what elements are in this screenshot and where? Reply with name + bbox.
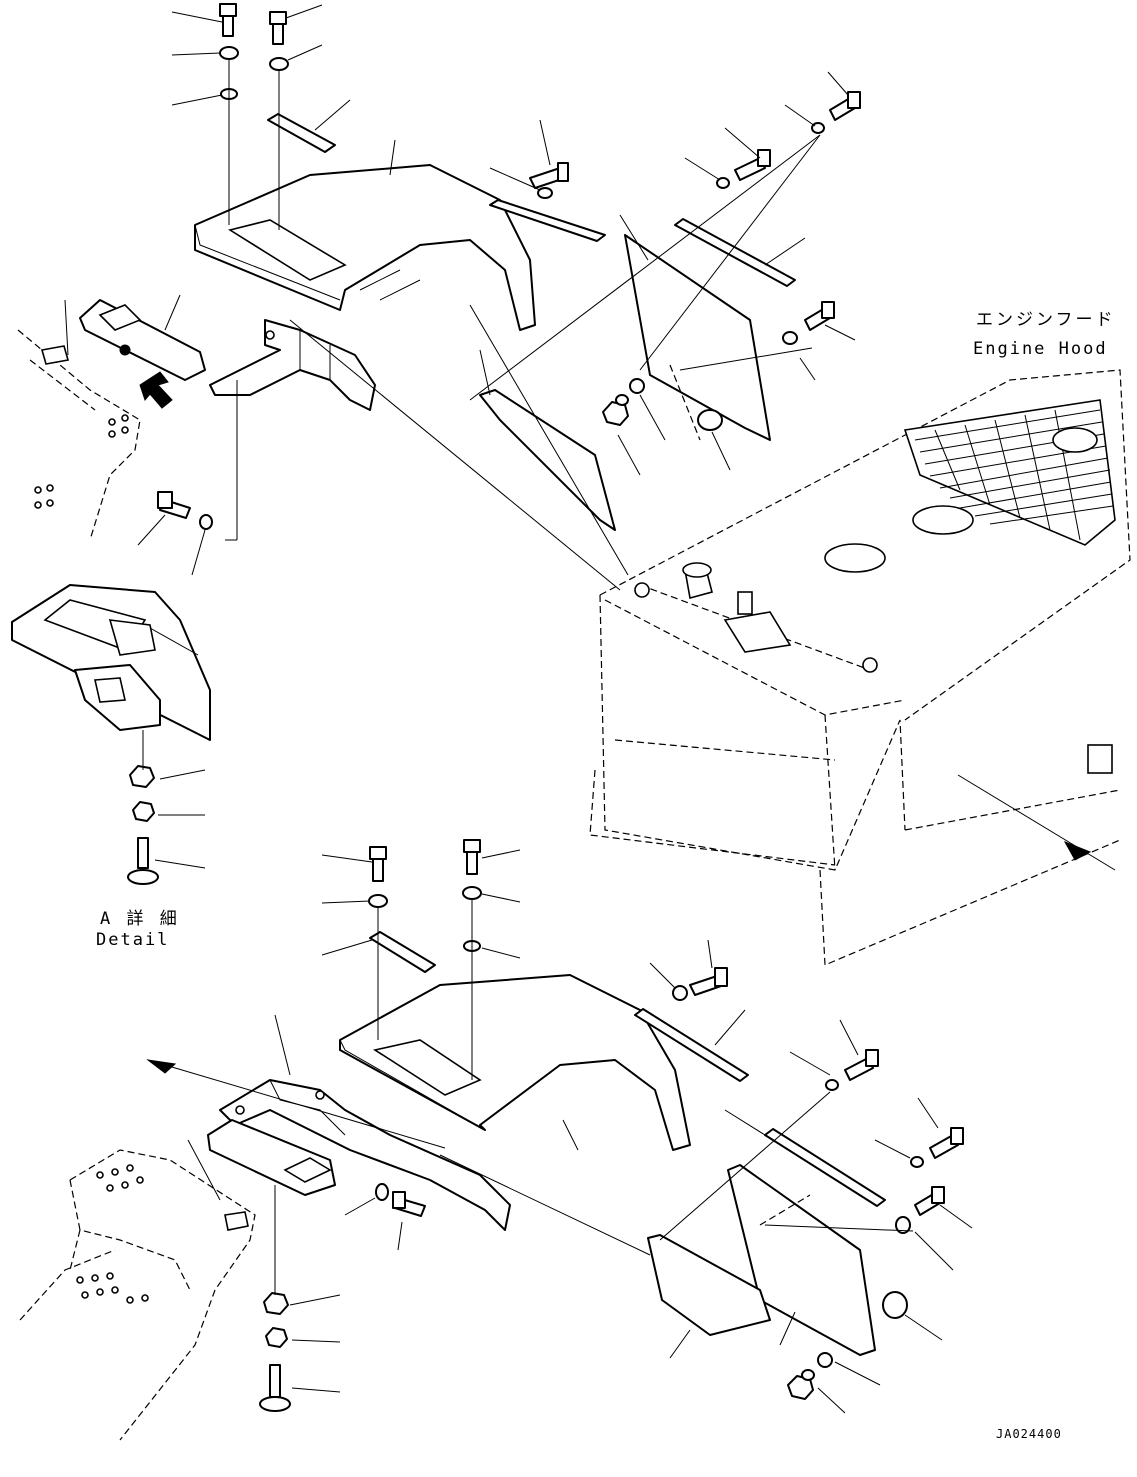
bottom-nut-1	[263, 1292, 289, 1315]
hood-arrow-line	[957, 774, 1116, 871]
detail-a-label-en: Detail	[96, 930, 170, 950]
bottom-nut	[787, 1375, 814, 1400]
top-bolt-2	[269, 11, 287, 45]
hood-latch	[1087, 744, 1113, 774]
bottom-bolt-7	[392, 1191, 426, 1217]
top-washer-4	[537, 187, 553, 199]
bottom-direction-arrow-head	[146, 1059, 177, 1074]
detail-a-pointer-arrow	[139, 371, 173, 409]
bottom-side-panel-hidden	[759, 1194, 811, 1226]
engine-hood-label-en: Engine Hood	[973, 339, 1108, 359]
top-bolt-1	[219, 3, 237, 37]
bottom-leader-lines	[154, 849, 973, 1414]
top-washer-6	[811, 122, 825, 134]
bottom-washer-4	[672, 985, 688, 1001]
bottom-bracket-strip-1	[634, 1008, 749, 1082]
bottom-grommet	[882, 1291, 908, 1319]
top-washer-2	[269, 57, 289, 71]
bottom-bolt-1	[369, 846, 387, 882]
bottom-stud-bolt	[259, 1364, 291, 1412]
bottom-bolt-3	[689, 967, 728, 996]
hood-vent-grille	[903, 399, 1116, 546]
detail-a-latch-body	[74, 619, 161, 731]
top-bracket-strip-1	[489, 199, 606, 242]
hood-opening-1	[824, 543, 886, 573]
bottom-cab-outline	[19, 1149, 256, 1441]
detail-a-label-jp: A 詳 細	[100, 909, 180, 929]
top-bolt-6	[804, 301, 835, 331]
bottom-strap-plate	[369, 931, 436, 973]
top-side-panel	[624, 234, 771, 441]
bottom-washer-2	[462, 886, 482, 900]
hood-bolt-hole-2	[862, 657, 878, 673]
top-side-panel-hidden	[669, 364, 701, 441]
bottom-washer-5	[825, 1079, 839, 1091]
top-bolt-4	[734, 149, 771, 181]
top-fender	[194, 164, 536, 331]
top-nut	[602, 401, 629, 426]
top-bolt-5	[829, 91, 861, 121]
top-washer-7	[782, 331, 798, 345]
top-latch-plate	[79, 299, 206, 381]
bottom-cab-pad	[224, 1211, 249, 1231]
top-bracket-strip-2	[674, 218, 796, 287]
top-grommet	[697, 409, 723, 431]
bottom-bolt-6	[914, 1186, 945, 1216]
hood-opening-2	[912, 505, 974, 535]
detail-a-nut-1	[129, 765, 155, 788]
bottom-assembly	[19, 839, 973, 1441]
bottom-washer-1	[368, 894, 388, 908]
top-washer-1	[219, 46, 239, 60]
detail-a-nut-2	[132, 801, 155, 822]
bottom-bolt-2	[463, 839, 481, 875]
top-small-panel	[479, 389, 616, 531]
engine-hood-label-jp: エンジンフード	[976, 310, 1116, 330]
hood-cover-plate	[723, 591, 792, 653]
bottom-washer-7	[895, 1216, 911, 1234]
top-washer-9	[629, 378, 645, 394]
hood-cap	[682, 562, 713, 600]
detail-a-leader-lines	[149, 627, 206, 869]
bottom-washer-10	[375, 1183, 389, 1201]
bottom-bolt-5	[929, 1127, 964, 1159]
detail-a	[11, 584, 211, 885]
top-assembly	[17, 3, 861, 591]
bottom-cab-holes	[76, 1164, 149, 1304]
bottom-nut-2	[265, 1327, 288, 1348]
bottom-latch-plate	[207, 1119, 336, 1196]
detail-a-stud-bolt	[127, 837, 159, 885]
bottom-fender	[339, 974, 691, 1151]
hood-arrow-head	[1063, 841, 1092, 861]
top-support-bracket	[209, 319, 376, 411]
top-washer-8	[615, 394, 629, 406]
top-bolt-3	[529, 162, 569, 189]
top-strap-plate	[267, 113, 336, 153]
bottom-small-panel	[647, 1234, 771, 1336]
bottom-washer-9	[817, 1352, 833, 1368]
top-leader-lines	[64, 4, 856, 591]
engine-hood	[589, 369, 1131, 966]
top-cab-pad	[40, 345, 70, 365]
hood-bolt-hole-1	[634, 582, 650, 598]
drawing-code: JA024400	[996, 1427, 1062, 1441]
bottom-washer-6	[910, 1156, 924, 1168]
bottom-washer-8	[801, 1369, 815, 1381]
bottom-bracket-strip-2	[764, 1128, 886, 1207]
top-cab-outline	[17, 329, 141, 541]
top-washer-10	[199, 514, 213, 530]
bottom-bolt-4	[844, 1049, 879, 1081]
top-bolt-7	[157, 491, 191, 519]
top-washer-5	[716, 177, 730, 189]
top-cab-holes	[34, 414, 129, 509]
bottom-side-panel	[727, 1164, 876, 1356]
